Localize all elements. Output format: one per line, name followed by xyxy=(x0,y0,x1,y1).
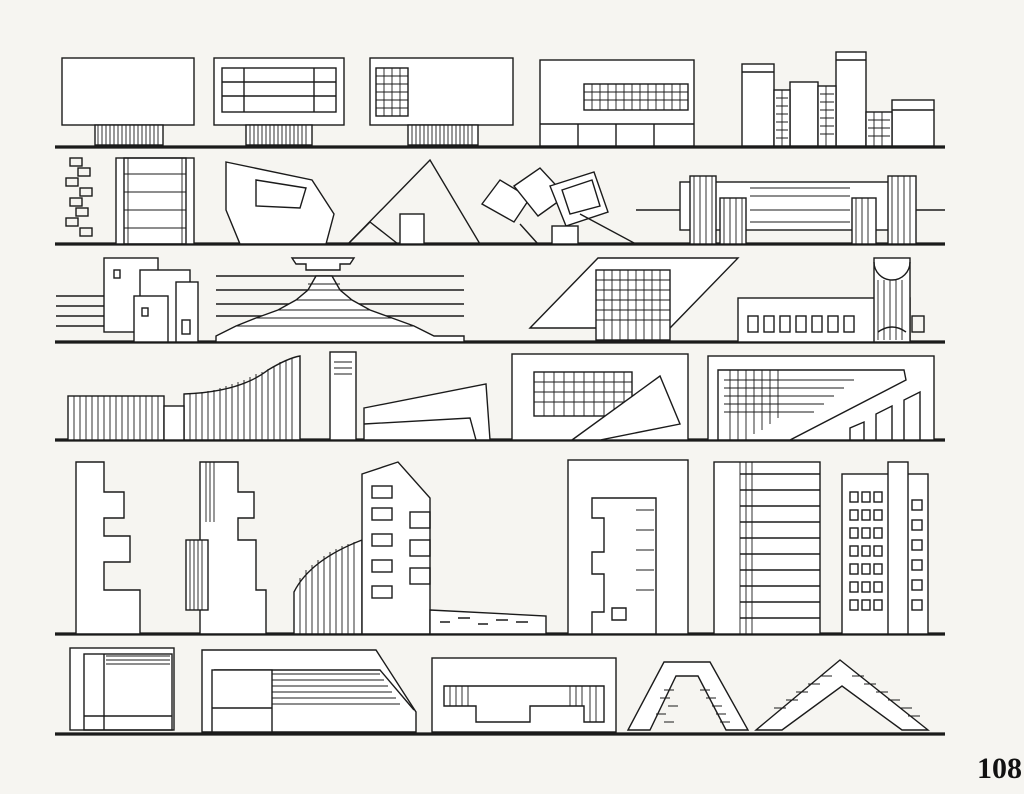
row-4 xyxy=(55,351,945,442)
elevation-stacked-blocks xyxy=(65,157,93,237)
elevation-arch-tower xyxy=(737,257,925,343)
elevation-grid-facade xyxy=(511,353,689,441)
elevation-block-with-bays xyxy=(539,59,695,147)
elevation-framed-window-slab xyxy=(213,57,345,146)
elevation-notched-slab xyxy=(75,461,141,635)
elevation-boxed-frame xyxy=(69,647,175,731)
row-6 xyxy=(55,647,945,736)
page-number: 108 xyxy=(977,752,1022,785)
elevation-cubic-houses xyxy=(56,257,199,343)
elevation-wave-roof xyxy=(67,355,301,441)
elevation-slab-on-pedestal xyxy=(61,57,195,146)
elevation-sloped-roof-hall xyxy=(201,649,417,733)
elevation-tower-cluster xyxy=(741,51,935,147)
elevation-grid-window-slab xyxy=(369,57,514,146)
elevation-parallelogram-block xyxy=(528,257,740,341)
elevation-trapezoid-stepped xyxy=(626,661,750,731)
elevation-tilted-cubes xyxy=(480,167,637,245)
elevation-notched-slab-hatched xyxy=(185,461,267,635)
elevation-slanted-box xyxy=(329,351,491,441)
row-5 xyxy=(55,459,945,636)
elevation-window-grid-tower xyxy=(841,461,929,635)
elevation-courtyard-block xyxy=(431,657,617,733)
elevation-stepped-pyramid xyxy=(215,257,465,343)
elevation-ladder-frame xyxy=(115,157,195,245)
elevation-stepped-arch xyxy=(754,659,931,731)
row-1 xyxy=(55,51,945,149)
elevation-strip-window-tower xyxy=(713,461,821,635)
elevation-long-colonnade xyxy=(636,175,945,245)
row-2 xyxy=(55,157,945,246)
elevation-skewed-prisms xyxy=(225,158,482,245)
row-3 xyxy=(55,257,945,344)
elevation-curved-tower xyxy=(293,461,547,635)
elevation-cantilever-steps xyxy=(707,355,935,441)
elevation-portal-frame xyxy=(567,459,689,635)
